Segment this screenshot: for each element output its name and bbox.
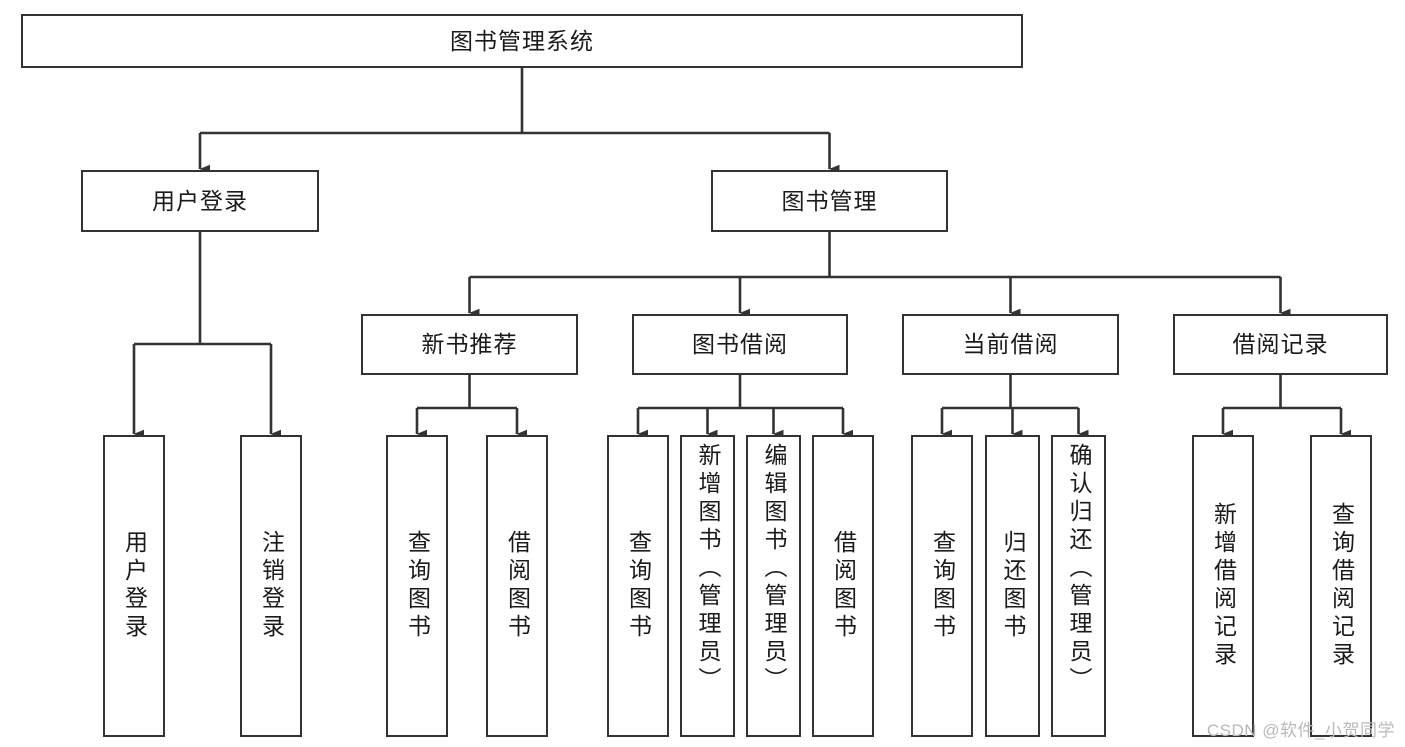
node-book-borrow[interactable]: 图书借阅	[632, 314, 848, 375]
node-label: 借阅记录	[1232, 331, 1329, 358]
node-user-login[interactable]: 用户登录	[81, 170, 319, 232]
node-label: 新书推荐	[421, 331, 518, 358]
node-label: 归还图书	[1000, 530, 1026, 642]
node-label: 新增借阅记录	[1210, 502, 1237, 670]
node-leaf-add-record[interactable]: 新增借阅记录	[1192, 435, 1254, 737]
node-label: 注销登录	[258, 530, 285, 642]
node-label: 查询借阅记录	[1328, 502, 1355, 670]
csdn-watermark: CSDN @软件_小贺同学	[1206, 721, 1395, 740]
node-leaf-query-record[interactable]: 查询借阅记录	[1310, 435, 1372, 737]
node-label: 图书借阅	[692, 331, 788, 358]
node-leaf-edit-book[interactable]: 编辑图书（管理员）	[746, 435, 801, 737]
node-label: 当前借阅	[962, 331, 1059, 358]
node-label: 编辑图书（管理员）	[761, 443, 787, 695]
node-book-manage[interactable]: 图书管理	[711, 170, 948, 232]
node-label: 借阅图书	[830, 530, 857, 642]
node-leaf-user-logout[interactable]: 注销登录	[240, 435, 302, 737]
node-new-book-rec[interactable]: 新书推荐	[361, 314, 578, 375]
node-leaf-borrow-book-1[interactable]: 借阅图书	[486, 435, 548, 737]
node-label: 新增图书（管理员）	[695, 443, 721, 695]
node-current-borrow[interactable]: 当前借阅	[902, 314, 1119, 375]
node-leaf-borrow-book-2[interactable]: 借阅图书	[812, 435, 874, 737]
node-leaf-user-login[interactable]: 用户登录	[103, 435, 165, 737]
node-label: 确认归还（管理员）	[1066, 443, 1092, 695]
node-label: 借阅图书	[504, 530, 531, 642]
node-borrow-record[interactable]: 借阅记录	[1173, 314, 1388, 375]
node-label: 查询图书	[929, 530, 956, 642]
node-leaf-add-book[interactable]: 新增图书（管理员）	[680, 435, 735, 737]
node-leaf-query-book-2[interactable]: 查询图书	[607, 435, 669, 737]
node-label: 图书管理系统	[450, 27, 594, 54]
node-label: 查询图书	[625, 530, 652, 642]
node-leaf-query-book-1[interactable]: 查询图书	[386, 435, 448, 737]
node-label: 图书管理	[781, 187, 878, 214]
node-leaf-return-book[interactable]: 归还图书	[985, 435, 1040, 737]
node-label: 用户登录	[121, 530, 148, 642]
node-root[interactable]: 图书管理系统	[21, 14, 1023, 68]
node-label: 用户登录	[152, 187, 248, 214]
node-leaf-query-book-3[interactable]: 查询图书	[911, 435, 973, 737]
node-label: 查询图书	[404, 530, 431, 642]
node-leaf-confirm-return[interactable]: 确认归还（管理员）	[1051, 435, 1106, 737]
